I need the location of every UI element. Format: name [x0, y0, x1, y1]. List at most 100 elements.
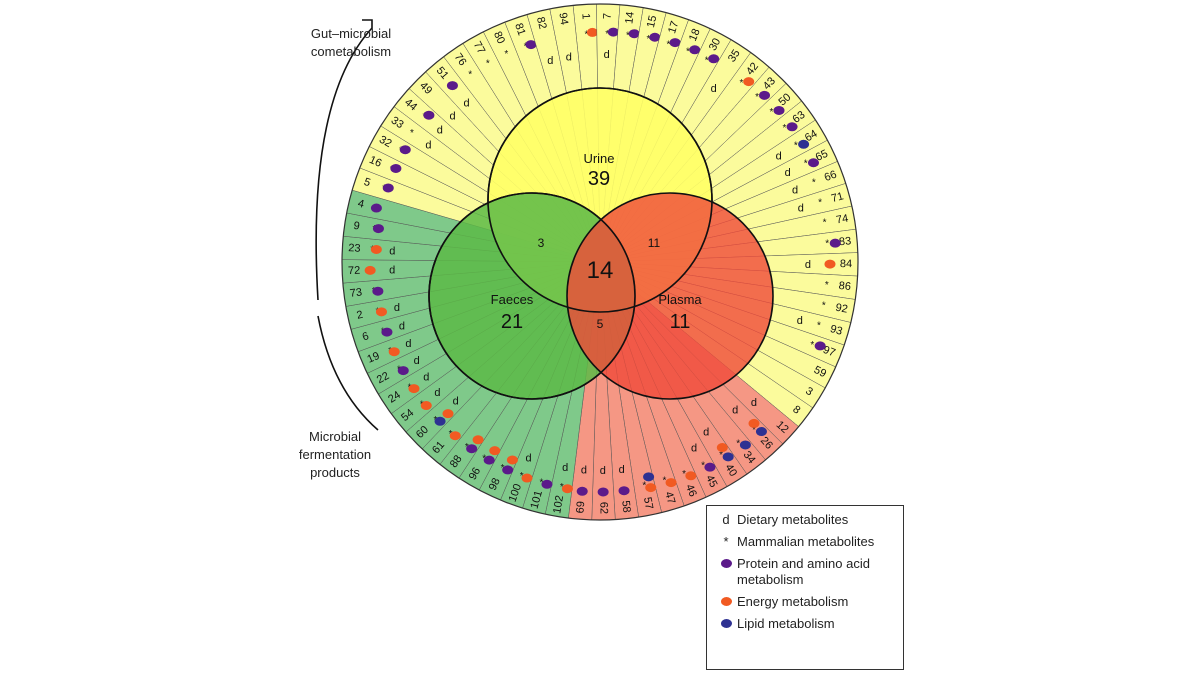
metabolite-id: 63 [790, 109, 807, 126]
orange-dot-icon [665, 478, 677, 488]
metabolite-id: 72 [348, 265, 361, 277]
plasma-count: 11 [670, 311, 691, 333]
metabolite-id: 73 [349, 286, 363, 299]
mammalian-star: * [818, 197, 822, 208]
purple-dot-icon [669, 38, 681, 48]
orange-dot-icon [824, 259, 836, 269]
mammalian-star: * [810, 340, 814, 351]
metabolite-id: 40 [722, 462, 739, 479]
metabolite-id: 18 [687, 27, 703, 43]
metabolite-id: 101 [529, 489, 545, 510]
metabolite-id: 9 [353, 220, 361, 233]
metabolite-id: 5 [362, 176, 372, 189]
metabolite-id: 23 [348, 242, 361, 255]
metabolite-id: 77 [471, 40, 487, 57]
purple-dot-icon [786, 122, 798, 132]
mammalian-star: * [825, 238, 829, 249]
legend-energy: Energy metabolism [715, 594, 895, 610]
metabolite-id: 58 [619, 500, 632, 513]
metabolite-id: 33 [389, 114, 406, 131]
metabolite-id: 35 [726, 48, 743, 65]
orange-dot-icon [645, 483, 657, 493]
dietary-d: d [425, 139, 431, 151]
mammalian-star: * [642, 481, 646, 492]
purple-dot-icon [446, 81, 458, 91]
mammalian-star: * [752, 425, 756, 436]
metabolite-id: 84 [840, 258, 852, 270]
purple-dot-icon [502, 465, 514, 475]
faeces-label: Faeces [491, 292, 534, 307]
legend-lipid: Lipid metabolism [715, 616, 895, 632]
mammalian-star: * [825, 280, 829, 291]
mammalian-star: * [701, 460, 705, 471]
purple-dot-icon [759, 90, 771, 100]
mammalian-star: * [705, 56, 709, 67]
dietary-d: d [600, 465, 606, 477]
orange-dot-icon [586, 27, 598, 37]
dietary-d: d [604, 49, 610, 61]
purple-dot-icon [399, 145, 411, 155]
purple-dot-icon [829, 238, 841, 248]
purple-dot-icon [618, 486, 630, 496]
metabolite-id: 42 [744, 60, 761, 77]
mammalian-star: * [560, 482, 564, 493]
d-symbol: d [722, 512, 730, 527]
urine-outline [487, 87, 713, 313]
mammalian-star: * [804, 159, 808, 170]
blue-dot-icon [434, 416, 446, 426]
dietary-d: d [792, 185, 798, 197]
purple-dot-icon [607, 27, 619, 37]
bottom-bracket [317, 315, 379, 431]
blue-dot-icon [720, 619, 732, 628]
mammalian-star: * [540, 477, 544, 488]
purple-dot-icon [525, 40, 537, 50]
mammalian-star: * [504, 49, 508, 60]
dietary-d: d [394, 302, 400, 314]
mammalian-star: * [585, 29, 589, 40]
mammalian-star: * [646, 34, 650, 45]
metabolite-id: 3 [803, 385, 815, 398]
legend-protein-label: Protein and amino acid metabolism [737, 556, 870, 587]
orange-dot-icon [743, 77, 755, 87]
metabolite-id: 92 [834, 302, 848, 316]
purple-dot-icon [689, 45, 701, 55]
all-three-count: 14 [587, 257, 614, 284]
legend-mammalian: * Mammalian metabolites [715, 534, 895, 550]
mammalian-star: * [520, 471, 524, 482]
orange-dot-icon [521, 473, 533, 483]
metabolite-id: 82 [534, 16, 549, 31]
dietary-d: d [405, 338, 411, 350]
mammalian-star: * [605, 29, 609, 40]
dietary-d: d [566, 51, 572, 63]
orange-dot-icon [442, 409, 454, 419]
metabolite-id: 2 [356, 309, 365, 322]
purple-dot-icon [628, 29, 640, 39]
metabolite-id: 22 [375, 370, 391, 386]
blue-dot-icon [739, 440, 751, 450]
mammalian-star: * [783, 123, 787, 134]
dietary-d: d [389, 246, 395, 258]
metabolite-id: 4 [357, 198, 366, 211]
orange-dot-icon [720, 597, 732, 606]
mammalian-star: * [719, 450, 723, 461]
metabolite-id: 57 [641, 496, 655, 510]
orange-dot-icon [716, 443, 728, 453]
legend-lipid-label: Lipid metabolism [737, 616, 835, 631]
purple-dot-icon [704, 462, 716, 472]
metabolite-id: 6 [361, 330, 370, 343]
plasma-label: Plasma [658, 292, 702, 307]
dietary-d: d [785, 167, 791, 179]
dietary-d: d [797, 315, 803, 327]
mammalian-star: * [794, 140, 798, 151]
blue-dot-icon [755, 427, 767, 437]
purple-dot-icon [597, 487, 609, 497]
faeces-outline [428, 192, 636, 400]
metabolite-id: 102 [551, 494, 566, 514]
legend-dietary: d Dietary metabolites [715, 512, 895, 528]
dietary-d: d [437, 124, 443, 136]
metabolite-id: 51 [434, 65, 451, 82]
purple-dot-icon [381, 327, 393, 337]
orange-dot-icon [561, 484, 573, 494]
metabolite-id: 83 [839, 235, 852, 248]
